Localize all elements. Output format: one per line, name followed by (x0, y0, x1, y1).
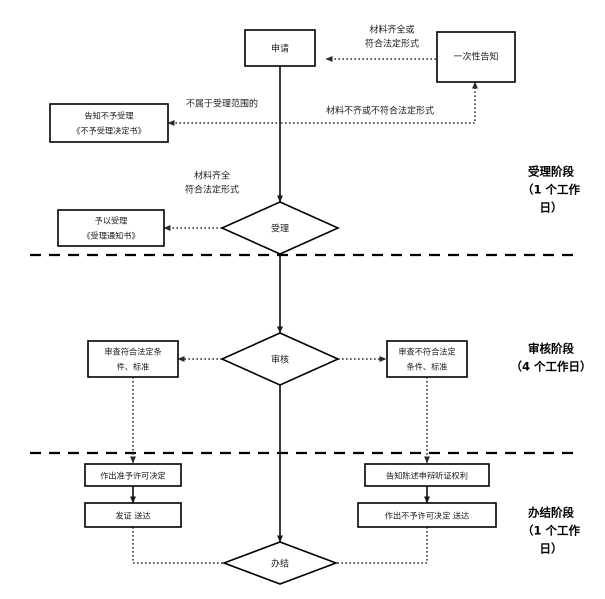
node-review-decision-label: 审核 (271, 354, 289, 366)
node-permit-denied-label: 作出不予许可决定 送达 (385, 511, 469, 521)
edge-label-materials-incomplete-text: 材料不齐或不符合法定形式 (326, 105, 434, 117)
stage-label-completion-line1: 办结阶段 (528, 506, 574, 520)
node-issue-and-deliver[interactable]: 发证 送达 (84, 502, 182, 528)
node-rights-notification[interactable]: 告知陈述申辩听证权利 (364, 463, 490, 487)
stage-label-completion: 办结阶段 （1 个工作 日） (522, 506, 581, 556)
edge-label-out-of-scope: 不属于受理范围的 (186, 98, 258, 110)
node-review-fail-label-2: 条件、标准 (407, 362, 448, 372)
connector-issue-to-finish (132, 527, 237, 566)
stage-label-acceptance-line2: （1 个工作 (522, 183, 581, 197)
node-accept-approved[interactable]: 予以受理 《受理通知书》 (57, 209, 165, 247)
node-review-fail-label: 审查不符合法定 (398, 347, 455, 357)
edge-label-materials-incomplete: 材料不齐或不符合法定形式 (326, 105, 434, 117)
node-apply-label: 申请 (271, 43, 289, 55)
node-accept-approved-label: 予以受理 (95, 216, 128, 226)
node-review-fail[interactable]: 审查不符合法定 条件、标准 (386, 340, 468, 378)
node-one-time-notice[interactable]: 一次性告知 (436, 31, 516, 83)
stage-label-review-line1: 审核阶段 (528, 342, 574, 356)
node-review-decision[interactable]: 审核 (220, 332, 340, 386)
node-completion-label: 办结 (271, 558, 289, 570)
connector-apply-to-one-notice (281, 81, 478, 124)
node-permit-granted-label: 作出准予许可决定 (100, 471, 166, 481)
node-permit-granted[interactable]: 作出准予许可决定 (84, 463, 182, 487)
stage-label-completion-line2: （1 个工作 (522, 524, 581, 538)
edge-label-materials-complete-legal-line2: 符合法定形式 (185, 184, 239, 196)
stage-label-review-line2: （4 个工作日） (510, 360, 591, 374)
stage-label-completion-line3: 日） (540, 542, 563, 556)
edge-label-materials-complete-legal-line1: 材料齐全 (194, 170, 230, 182)
stage-label-acceptance-line3: 日） (540, 201, 563, 215)
node-permit-denied[interactable]: 作出不予许可决定 送达 (357, 502, 497, 528)
node-one-time-notice-label: 一次性告知 (453, 51, 498, 63)
stage-label-review: 审核阶段 （4 个工作日） (510, 342, 591, 374)
edge-label-materials-complete-or-line2: 符合法定形式 (365, 38, 419, 50)
edge-label-out-of-scope-text: 不属于受理范围的 (186, 98, 258, 110)
edge-label-materials-complete-or: 材料齐全或 符合法定形式 (365, 24, 419, 50)
node-acceptance-decision-label: 受理 (271, 223, 289, 235)
node-review-pass-label-2: 件、标准 (117, 362, 150, 372)
node-review-pass[interactable]: 审查符合法定条 件、标准 (87, 340, 179, 378)
node-completion[interactable]: 办结 (221, 541, 339, 585)
node-reject-acceptance[interactable]: 告知不予受理 《不予受理决定书》 (49, 103, 169, 143)
node-reject-acceptance-label: 告知不予受理 (84, 111, 133, 121)
edge-label-materials-complete-or-line1: 材料齐全或 (369, 24, 414, 36)
node-apply[interactable]: 申请 (244, 29, 316, 67)
node-review-pass-label: 审查符合法定条 (104, 347, 161, 357)
connector-deny-to-finish (323, 527, 428, 566)
edge-label-materials-complete-legal: 材料齐全 符合法定形式 (185, 170, 239, 196)
node-reject-acceptance-label-2: 《不予受理决定书》 (72, 126, 146, 136)
node-rights-notification-label: 告知陈述申辩听证权利 (386, 471, 468, 481)
node-accept-approved-label-2: 《受理通知书》 (82, 231, 139, 241)
node-acceptance-decision[interactable]: 受理 (220, 201, 340, 255)
stage-label-acceptance: 受理阶段 （1 个工作 日） (522, 165, 581, 215)
stage-label-acceptance-line1: 受理阶段 (528, 165, 574, 179)
node-issue-and-deliver-label: 发证 送达 (115, 511, 150, 521)
